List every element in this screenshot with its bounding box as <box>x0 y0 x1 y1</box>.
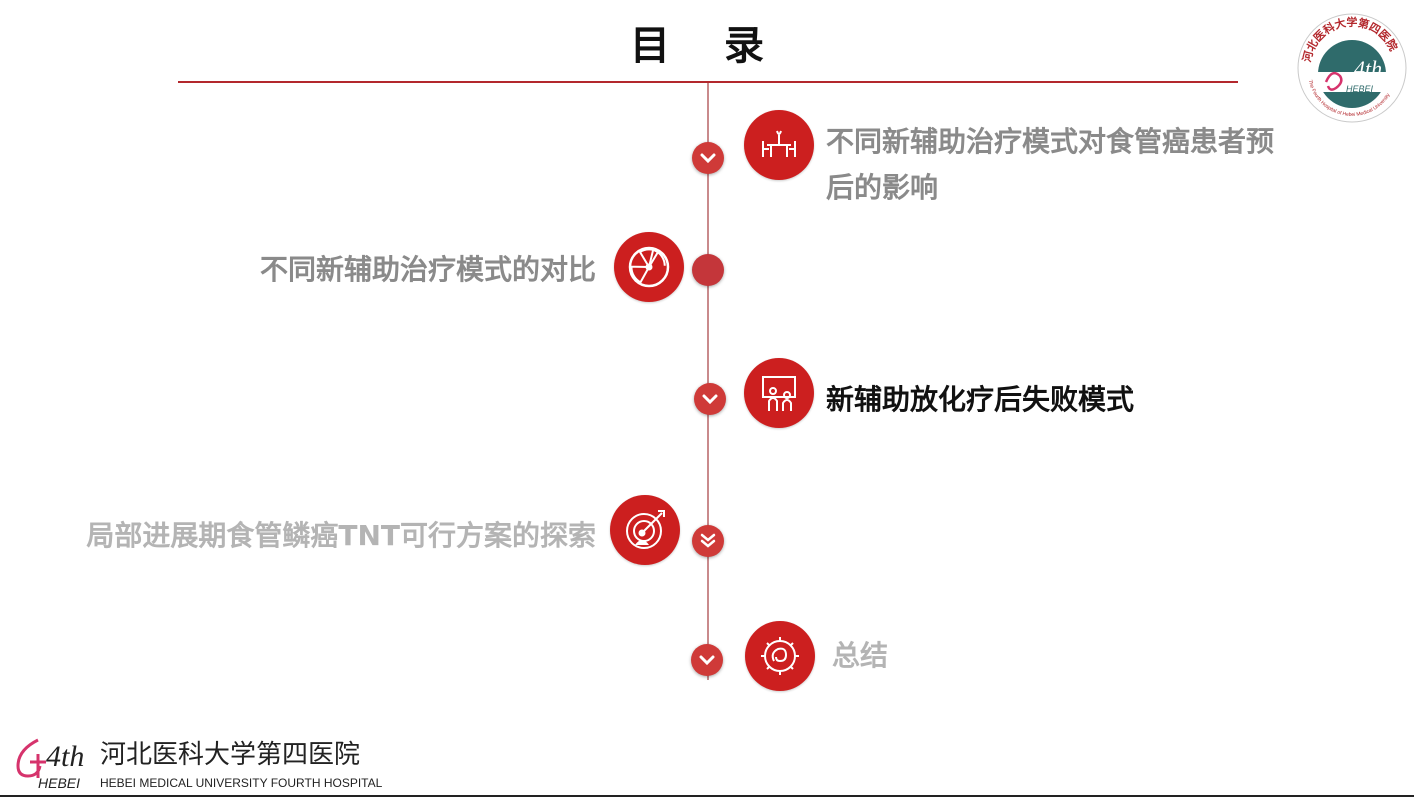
seal-mark: 4th <box>1354 56 1382 81</box>
agenda-item-2-label[interactable]: 不同新辅助治疗模式的对比 <box>259 253 596 286</box>
hospital-logo: 4th HEBEI <box>16 738 84 791</box>
timeline-node-4[interactable] <box>692 525 724 557</box>
brain-gear-icon <box>761 637 799 675</box>
title-divider <box>178 81 1238 83</box>
chevron-down-icon <box>702 394 718 404</box>
footer-logo-sub: HEBEI <box>38 775 80 791</box>
timeline-line <box>707 83 709 680</box>
presentation-people-icon <box>762 376 796 411</box>
double-chevron-down-icon <box>700 533 716 548</box>
agenda-item-5-badge[interactable] <box>745 621 815 691</box>
agenda-item-5-label[interactable]: 总结 <box>832 639 889 672</box>
agenda-item-1-label-line2[interactable]: 后的影响 <box>826 171 939 204</box>
agenda-item-4-badge[interactable] <box>610 495 680 565</box>
page-title: 目 录 <box>630 23 784 69</box>
timeline-node-1[interactable] <box>692 142 724 174</box>
agenda-item-3-badge[interactable] <box>744 358 814 428</box>
hospital-name-en: HEBEI MEDICAL UNIVERSITY FOURTH HOSPITAL <box>100 776 383 790</box>
radiation-icon <box>628 246 670 288</box>
footer-logo-mark: 4th <box>46 740 84 773</box>
agenda-item-4-label[interactable]: 局部进展期食管鳞癌TNT可行方案的探索 <box>86 519 596 552</box>
agenda-item-2-badge[interactable] <box>614 232 684 302</box>
target-person-icon <box>626 510 665 549</box>
chevron-down-icon <box>700 153 716 163</box>
hospital-seal-logo: 河北医科大学第四医院 The Fourth Hospital of Hebei … <box>1297 13 1407 123</box>
agenda-item-3-label[interactable]: 新辅助放化疗后失败模式 <box>826 383 1135 416</box>
seal-mark-sub: HEBEI <box>1346 84 1374 94</box>
timeline-node-3[interactable] <box>694 383 726 415</box>
hospital-name-cn: 河北医科大学第四医院 <box>100 740 361 770</box>
timeline-node-2[interactable] <box>692 254 724 286</box>
footer-divider <box>0 795 1414 797</box>
timeline-node-5[interactable] <box>691 644 723 676</box>
chevron-down-icon <box>699 655 715 665</box>
agenda-item-1-label-line1[interactable]: 不同新辅助治疗模式对食管癌患者预 <box>826 125 1275 158</box>
agenda-item-1-badge[interactable] <box>744 110 814 180</box>
dining-table-icon <box>762 130 796 157</box>
